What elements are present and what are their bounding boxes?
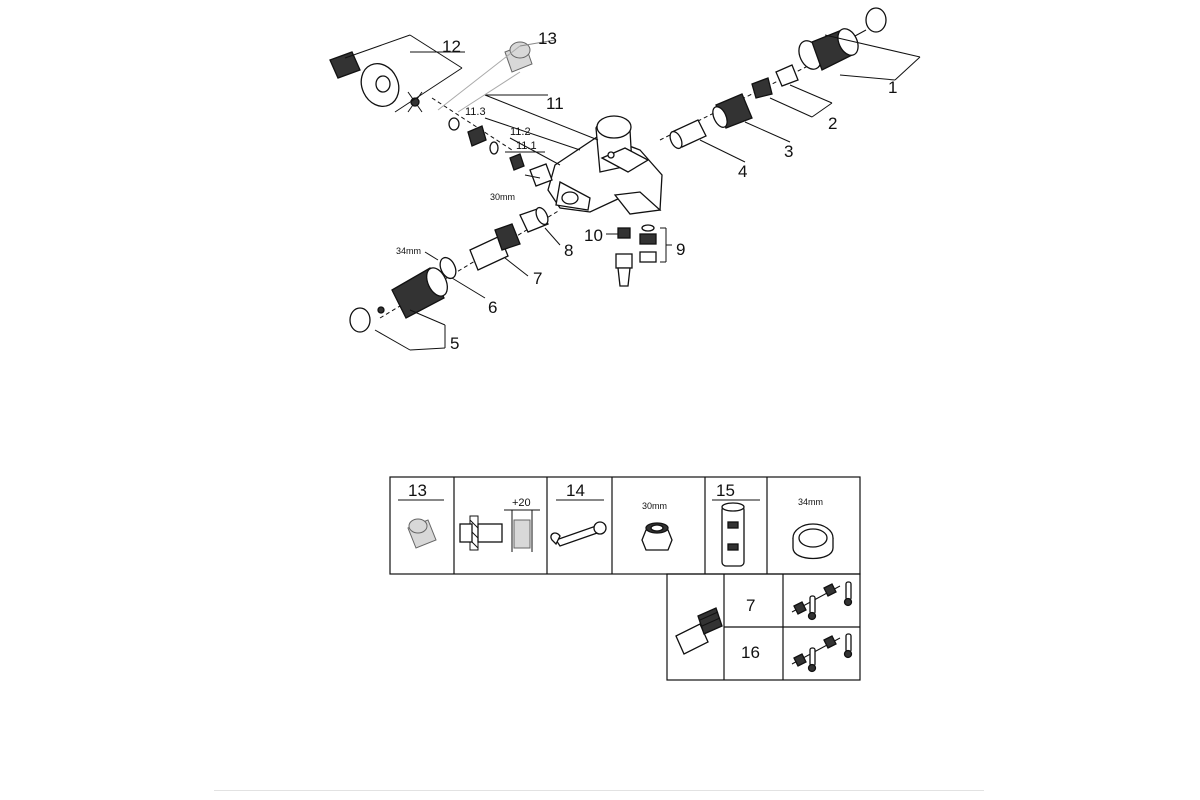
- part-13-extension: [437, 39, 556, 113]
- extension-dim: +20: [512, 497, 531, 509]
- callout-5: 5: [450, 334, 459, 353]
- part-12-eccentric: [329, 34, 465, 113]
- extension-drawing: [459, 509, 540, 552]
- callout-11: 11: [546, 94, 564, 113]
- wrench-icon: [550, 521, 607, 547]
- part-7-thermo-cartridge: [469, 223, 529, 277]
- part-9-set: [639, 224, 672, 263]
- part-8-nut: [519, 206, 561, 246]
- part-10-insert: [606, 227, 633, 287]
- callout-3: 3: [784, 142, 793, 161]
- table-label-16: 16: [741, 643, 760, 662]
- thermostat-symbol-icon: [791, 581, 853, 621]
- thermostat-symbol-icon-2: [791, 633, 853, 673]
- ring-icon: [792, 523, 834, 560]
- table-label-14: 14: [566, 481, 585, 500]
- nut-size-label: 30mm: [490, 192, 515, 202]
- table-top-row: [389, 476, 861, 575]
- callout-8: 8: [564, 241, 573, 260]
- part-5-handle: [349, 267, 448, 351]
- part-1-handle: [798, 7, 921, 81]
- ring-dim-label: 34mm: [798, 497, 823, 507]
- bottom-divider: [214, 790, 984, 791]
- table-label-7: 7: [746, 596, 755, 615]
- part-11-connection-set: [448, 94, 599, 187]
- table-label-13: 13: [408, 481, 427, 500]
- callout-7: 7: [533, 269, 542, 288]
- table-label-15: 15: [716, 481, 735, 500]
- extension-icon: [407, 518, 437, 549]
- part-2-adapter: [751, 64, 833, 118]
- ring-size-label: 34mm: [396, 246, 421, 256]
- callout-11-3: 11.3: [465, 106, 486, 118]
- callout-13: 13: [538, 29, 557, 48]
- part-4-spindle: [669, 119, 746, 163]
- sleeve-icon: [721, 502, 745, 567]
- callout-4: 4: [738, 162, 747, 181]
- callout-11-1: 11.1: [516, 140, 537, 152]
- callout-2: 2: [828, 114, 837, 133]
- mixer-body: [547, 115, 663, 215]
- nut-dim-label: 30mm: [642, 501, 667, 511]
- callout-6: 6: [488, 298, 497, 317]
- callout-1: 1: [888, 78, 897, 97]
- callout-12: 12: [442, 37, 461, 56]
- callout-11-2: 11.2: [510, 126, 531, 138]
- accessory-table: 13 +20 14 30mm: [389, 476, 861, 681]
- nut-icon: [641, 522, 673, 551]
- cartridge-icon: [675, 607, 723, 655]
- part-3-cartridge: [712, 93, 791, 143]
- callout-10: 10: [584, 226, 603, 245]
- exploded-view: 1 2 3 4 5 6 7 8 9 10 11 11.1 11.2 11.3 1…: [329, 7, 921, 353]
- part-6-ring: [424, 251, 486, 299]
- callout-9: 9: [676, 240, 685, 259]
